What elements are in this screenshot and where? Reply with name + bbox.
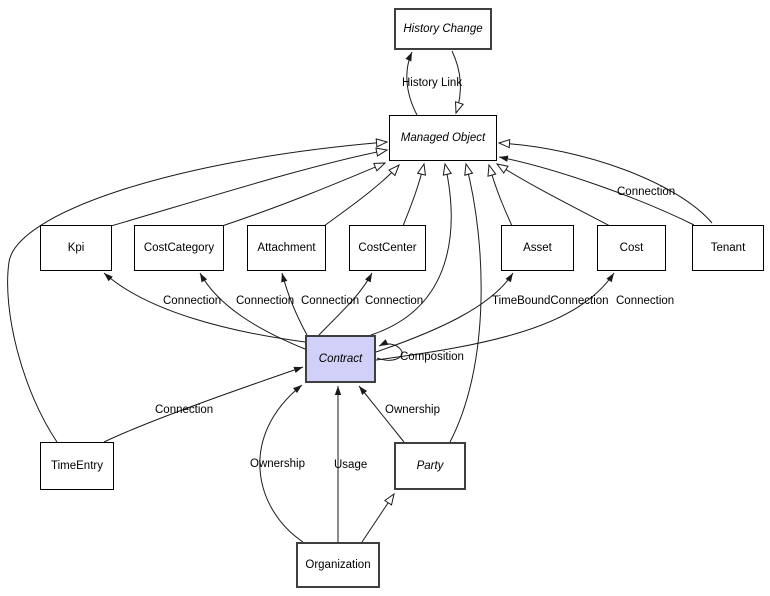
edge-contract-contract-composition bbox=[376, 339, 403, 361]
edge-asset-managedobject-generalization bbox=[487, 163, 513, 227]
node-party: Party bbox=[394, 442, 466, 490]
edge-contract-kpi-connection bbox=[103, 272, 306, 343]
node-time-entry: TimeEntry bbox=[40, 442, 114, 490]
edge-label-cost-connection: Connection bbox=[616, 295, 675, 307]
edge-costcategory-managedobject-generalization bbox=[221, 162, 387, 227]
node-asset: Asset bbox=[501, 225, 574, 271]
edge-label-timeentry-connection: Connection bbox=[155, 404, 214, 416]
node-attachment: Attachment bbox=[247, 225, 326, 271]
edge-attachment-managedobject-generalization bbox=[323, 163, 400, 227]
edge-label-kpi-connection: Connection bbox=[163, 295, 222, 307]
edge-label-costcategory-connection: Connection bbox=[236, 295, 295, 307]
edge-party-managedobject-generalization bbox=[449, 162, 482, 443]
node-organization: Organization bbox=[296, 542, 380, 588]
edge-contract-costcategory-connection bbox=[199, 272, 306, 350]
edge-contract-asset-timeboundconnection bbox=[375, 272, 514, 353]
node-history-change: History Change bbox=[394, 8, 492, 50]
edge-label-usage: Usage bbox=[334, 459, 368, 471]
node-cost-center: CostCenter bbox=[349, 225, 426, 271]
node-managed-object: Managed Object bbox=[389, 115, 497, 161]
node-tenant: Tenant bbox=[692, 225, 764, 271]
edge-label-composition: Composition bbox=[400, 351, 464, 363]
edge-tenant-managedobject-generalization bbox=[497, 138, 713, 224]
edge-costcenter-managedobject-generalization bbox=[402, 162, 427, 227]
edge-kpi-managedobject-generalization bbox=[110, 147, 389, 227]
edge-label-costcenter-connection: Connection bbox=[365, 295, 424, 307]
node-contract: Contract bbox=[305, 335, 376, 383]
edge-label-timeboundconnection: TimeBoundConnection bbox=[492, 295, 609, 307]
edge-label-attachment-connection: Connection bbox=[301, 295, 360, 307]
edge-label-history-link: History Link bbox=[402, 77, 463, 89]
edge-contract-cost-connection bbox=[375, 272, 615, 361]
node-kpi: Kpi bbox=[40, 225, 112, 271]
edge-label-party-ownership: Ownership bbox=[385, 404, 440, 416]
edge-label-organization-ownership: Ownership bbox=[250, 458, 305, 470]
node-cost-category: CostCategory bbox=[134, 225, 224, 271]
node-cost: Cost bbox=[597, 225, 666, 271]
edge-organization-party-generalization bbox=[361, 492, 395, 543]
edge-cost-managedobject-generalization bbox=[495, 163, 611, 227]
edge-timeentry-managedobject-generalization bbox=[7, 138, 389, 443]
edge-label-tenant-connection: Connection bbox=[617, 186, 676, 198]
